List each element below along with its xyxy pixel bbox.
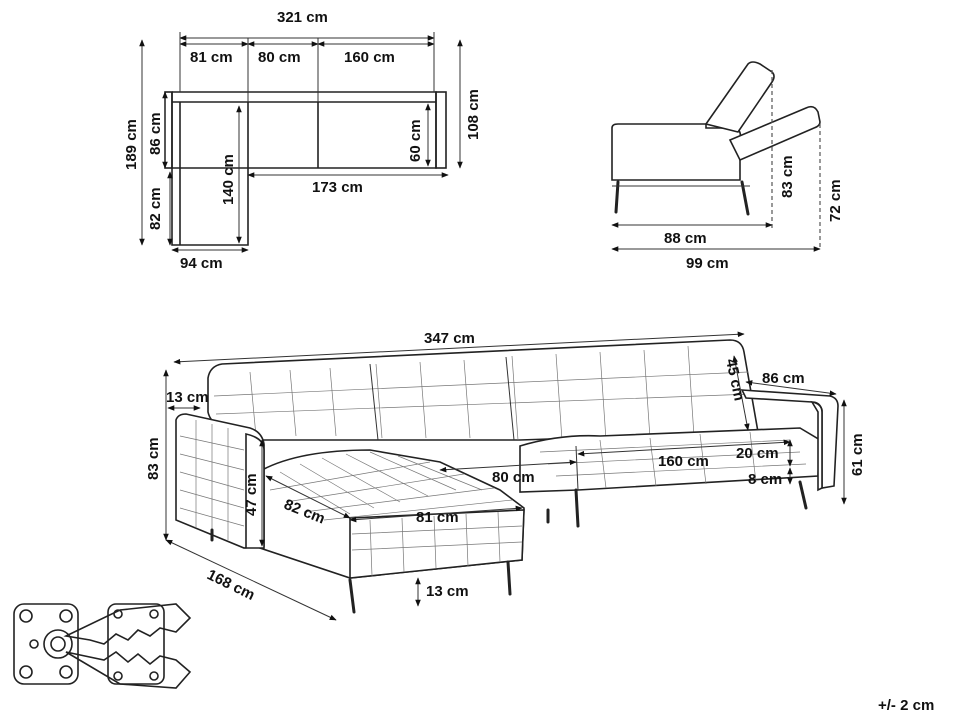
top-right-depth: 108 cm [465, 89, 482, 140]
persp-right-seat: 160 cm [658, 453, 709, 470]
persp-middle-seat: 80 cm [492, 469, 535, 486]
hinge-arm-lower [65, 651, 192, 689]
side-view: 88 cm 99 cm 83 cm 72 cm [611, 61, 844, 272]
top-chaise-seat-depth: 140 cm [220, 154, 237, 205]
side-leg-right [740, 180, 750, 216]
persp-leg-4 [798, 480, 808, 510]
persp-arm-height: 47 cm [243, 473, 260, 516]
persp-total-height: 83 cm [145, 437, 162, 480]
top-seg-chaise: 81 cm [190, 49, 233, 66]
top-chaise-width: 94 cm [180, 255, 223, 272]
persp-left-arm-tufts [179, 420, 245, 540]
persp-backrest-tufts [213, 345, 753, 441]
persp-chaise-width: 81 cm [416, 509, 459, 526]
persp-leg-3 [574, 488, 580, 528]
persp-leg-2 [506, 560, 512, 596]
hinge-plate-left [13, 603, 79, 685]
side-view-footrest [728, 105, 821, 162]
persp-overall-depth: 168 cm [204, 566, 257, 604]
top-view-outline [171, 91, 437, 246]
side-total-depth: 99 cm [686, 255, 729, 272]
persp-cushion: 20 cm [736, 445, 779, 462]
top-seg-right: 160 cm [344, 49, 395, 66]
persp-backrest [207, 339, 759, 441]
persp-arm-total-height: 61 cm [849, 433, 866, 476]
hinge-arm-upper [63, 603, 192, 645]
hinge-plate-right [107, 603, 165, 685]
top-chaise-front-depth: 82 cm [147, 187, 164, 230]
perspective-view: 347 cm 13 cm 83 cm 47 cm 82 cm 81 cm 80 … [145, 330, 866, 621]
side-height-72: 72 cm [827, 179, 844, 222]
top-view-right-arm [435, 91, 447, 169]
side-leg-left [614, 180, 620, 214]
persp-leg-1 [348, 578, 356, 614]
top-total-depth: 189 cm [123, 119, 140, 170]
persp-arm-width: 13 cm [166, 389, 209, 406]
persp-leg-height: 13 cm [426, 583, 469, 600]
top-right-seat-depth: 60 cm [407, 119, 424, 162]
persp-base: 8 cm [748, 471, 782, 488]
top-seg-middle: 80 cm [258, 49, 301, 66]
persp-arm-depth: 86 cm [762, 370, 805, 387]
top-total-width: 321 cm [277, 9, 328, 26]
top-view: 321 cm 81 cm 80 cm 160 cm 189 cm 86 cm 8… [123, 9, 482, 272]
persp-total-length: 347 cm [424, 330, 475, 347]
hinge-detail [13, 603, 192, 689]
side-view-back [704, 61, 775, 133]
side-seat-depth: 88 cm [664, 230, 707, 247]
hinge-pivot [43, 629, 73, 659]
side-reclined-height: 83 cm [779, 155, 796, 198]
top-seat-length: 173 cm [312, 179, 363, 196]
top-view-left-arm [164, 91, 173, 169]
tolerance-note: +/- 2 cm [878, 697, 934, 714]
side-view-body [611, 123, 742, 181]
top-chaise-back-depth: 86 cm [147, 112, 164, 155]
